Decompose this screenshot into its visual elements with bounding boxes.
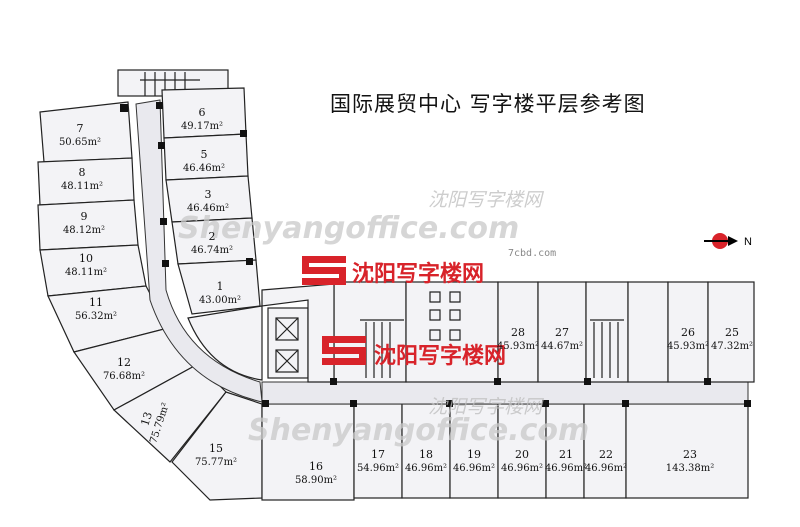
room-8: 8 48.11m² (61, 166, 103, 192)
room-area: 54.96m² (357, 463, 399, 474)
room-area: 46.74m² (191, 245, 233, 256)
room-number: 21 (559, 448, 573, 461)
room-25: 25 47.32m² (711, 326, 753, 352)
room-number: 26 (681, 326, 695, 339)
structural-columns (120, 102, 751, 407)
room-number: 1 (217, 280, 224, 293)
room-3: 3 46.46m² (187, 188, 229, 214)
room-15: 15 75.77m² (195, 442, 237, 468)
room-number: 17 (371, 448, 385, 461)
south-rooms (171, 391, 749, 501)
watermark-brand-top: 沈阳写字楼网 (302, 256, 484, 287)
room-area: 46.96m² (585, 463, 627, 474)
room-number: 19 (467, 448, 481, 461)
room-22: 22 46.96m² (585, 448, 627, 474)
room-16: 16 58.90m² (295, 460, 337, 486)
room-number: 23 (683, 448, 697, 461)
room-area: 45.93m² (497, 341, 539, 352)
room-6: 6 49.17m² (181, 106, 223, 132)
watermark-brand-top-text: 沈阳写字楼网 (352, 261, 484, 287)
room-area: 47.32m² (711, 341, 753, 352)
room-21: 21 46.96m² (545, 448, 587, 474)
room-labels: 7 50.65m² 8 48.11m² 9 48.12m² 10 48.11m² 11 56.32… (59, 106, 753, 486)
elevator-core (187, 305, 309, 431)
watermark-en-top: Shenyangoffice.com (178, 211, 519, 246)
watermark-small-url: 7cbd.com (508, 248, 556, 259)
left-wing-outer-rooms (37, 101, 227, 463)
left-corridor (135, 99, 263, 403)
room-area: 49.17m² (181, 121, 223, 132)
room-number: 9 (81, 210, 88, 223)
page-title: 国际展贸中心 写字楼平层参考图 (330, 92, 646, 116)
watermark-en-bottom: Shenyangoffice.com (248, 413, 589, 448)
room-area: 48.11m² (61, 181, 103, 192)
watermark-brand-mid-text: 沈阳写字楼网 (374, 343, 506, 369)
room-number: 22 (599, 448, 613, 461)
room-number: 13 (138, 410, 155, 427)
room-number: 16 (309, 460, 323, 473)
room-5: 5 46.46m² (183, 148, 225, 174)
room-area: 143.38m² (666, 463, 714, 474)
room-number: 2 (209, 230, 216, 243)
room-area: 46.96m² (405, 463, 447, 474)
room-area: 46.46m² (183, 163, 225, 174)
room-number: 8 (79, 166, 86, 179)
watermarks: 沈阳写字楼网 Shenyangoffice.com 7cbd.com 沈阳写字楼… (178, 189, 589, 448)
room-23: 23 143.38m² (666, 448, 714, 474)
room-number: 15 (209, 442, 223, 455)
room-area: 46.96m² (545, 463, 587, 474)
room-17: 17 54.96m² (357, 448, 399, 474)
room-number: 5 (201, 148, 208, 161)
room-number: 18 (419, 448, 433, 461)
room-26: 26 45.93m² (667, 326, 709, 352)
room-area: 45.93m² (667, 341, 709, 352)
room-11: 11 56.32m² (75, 296, 117, 322)
compass: N (704, 233, 752, 249)
room-number: 27 (555, 326, 569, 339)
room-area: 46.46m² (187, 203, 229, 214)
watermark-cn-top: 沈阳写字楼网 (428, 189, 545, 211)
room-10: 10 48.11m² (65, 252, 107, 278)
room-area: 50.65m² (59, 137, 101, 148)
room-area: 56.32m² (75, 311, 117, 322)
room-number: 25 (725, 326, 739, 339)
room-area: 58.90m² (295, 475, 337, 486)
north-rooms (333, 281, 755, 383)
room-number: 10 (79, 252, 93, 265)
watermark-brand-mid: 沈阳写字楼网 (322, 336, 506, 369)
room-area: 46.96m² (501, 463, 543, 474)
room-area: 48.11m² (65, 267, 107, 278)
room-number: 12 (117, 356, 131, 369)
compass-north-label: N (744, 236, 752, 248)
room-27: 27 44.67m² (541, 326, 583, 352)
room-number: 11 (89, 296, 103, 309)
room-number: 7 (77, 122, 84, 135)
room-18: 18 46.96m² (405, 448, 447, 474)
room-2: 2 46.74m² (191, 230, 233, 256)
room-area: 48.12m² (63, 225, 105, 236)
room-area: 46.96m² (453, 463, 495, 474)
room-area: 44.67m² (541, 341, 583, 352)
room-12: 12 76.68m² (103, 356, 145, 382)
room-area: 43.00m² (199, 295, 241, 306)
room-19: 19 46.96m² (453, 448, 495, 474)
watermark-cn-bottom: 沈阳写字楼网 (428, 396, 545, 418)
room-number: 20 (515, 448, 529, 461)
room-20: 20 46.96m² (501, 448, 543, 474)
room-number: 28 (511, 326, 525, 339)
room-number: 6 (199, 106, 206, 119)
room-1: 1 43.00m² (199, 280, 241, 306)
room-9: 9 48.12m² (63, 210, 105, 236)
room-area: 75.77m² (195, 457, 237, 468)
room-7: 7 50.65m² (59, 122, 101, 148)
room-number: 3 (205, 188, 212, 201)
room-28: 28 45.93m² (497, 326, 539, 352)
room-area: 76.68m² (103, 371, 145, 382)
